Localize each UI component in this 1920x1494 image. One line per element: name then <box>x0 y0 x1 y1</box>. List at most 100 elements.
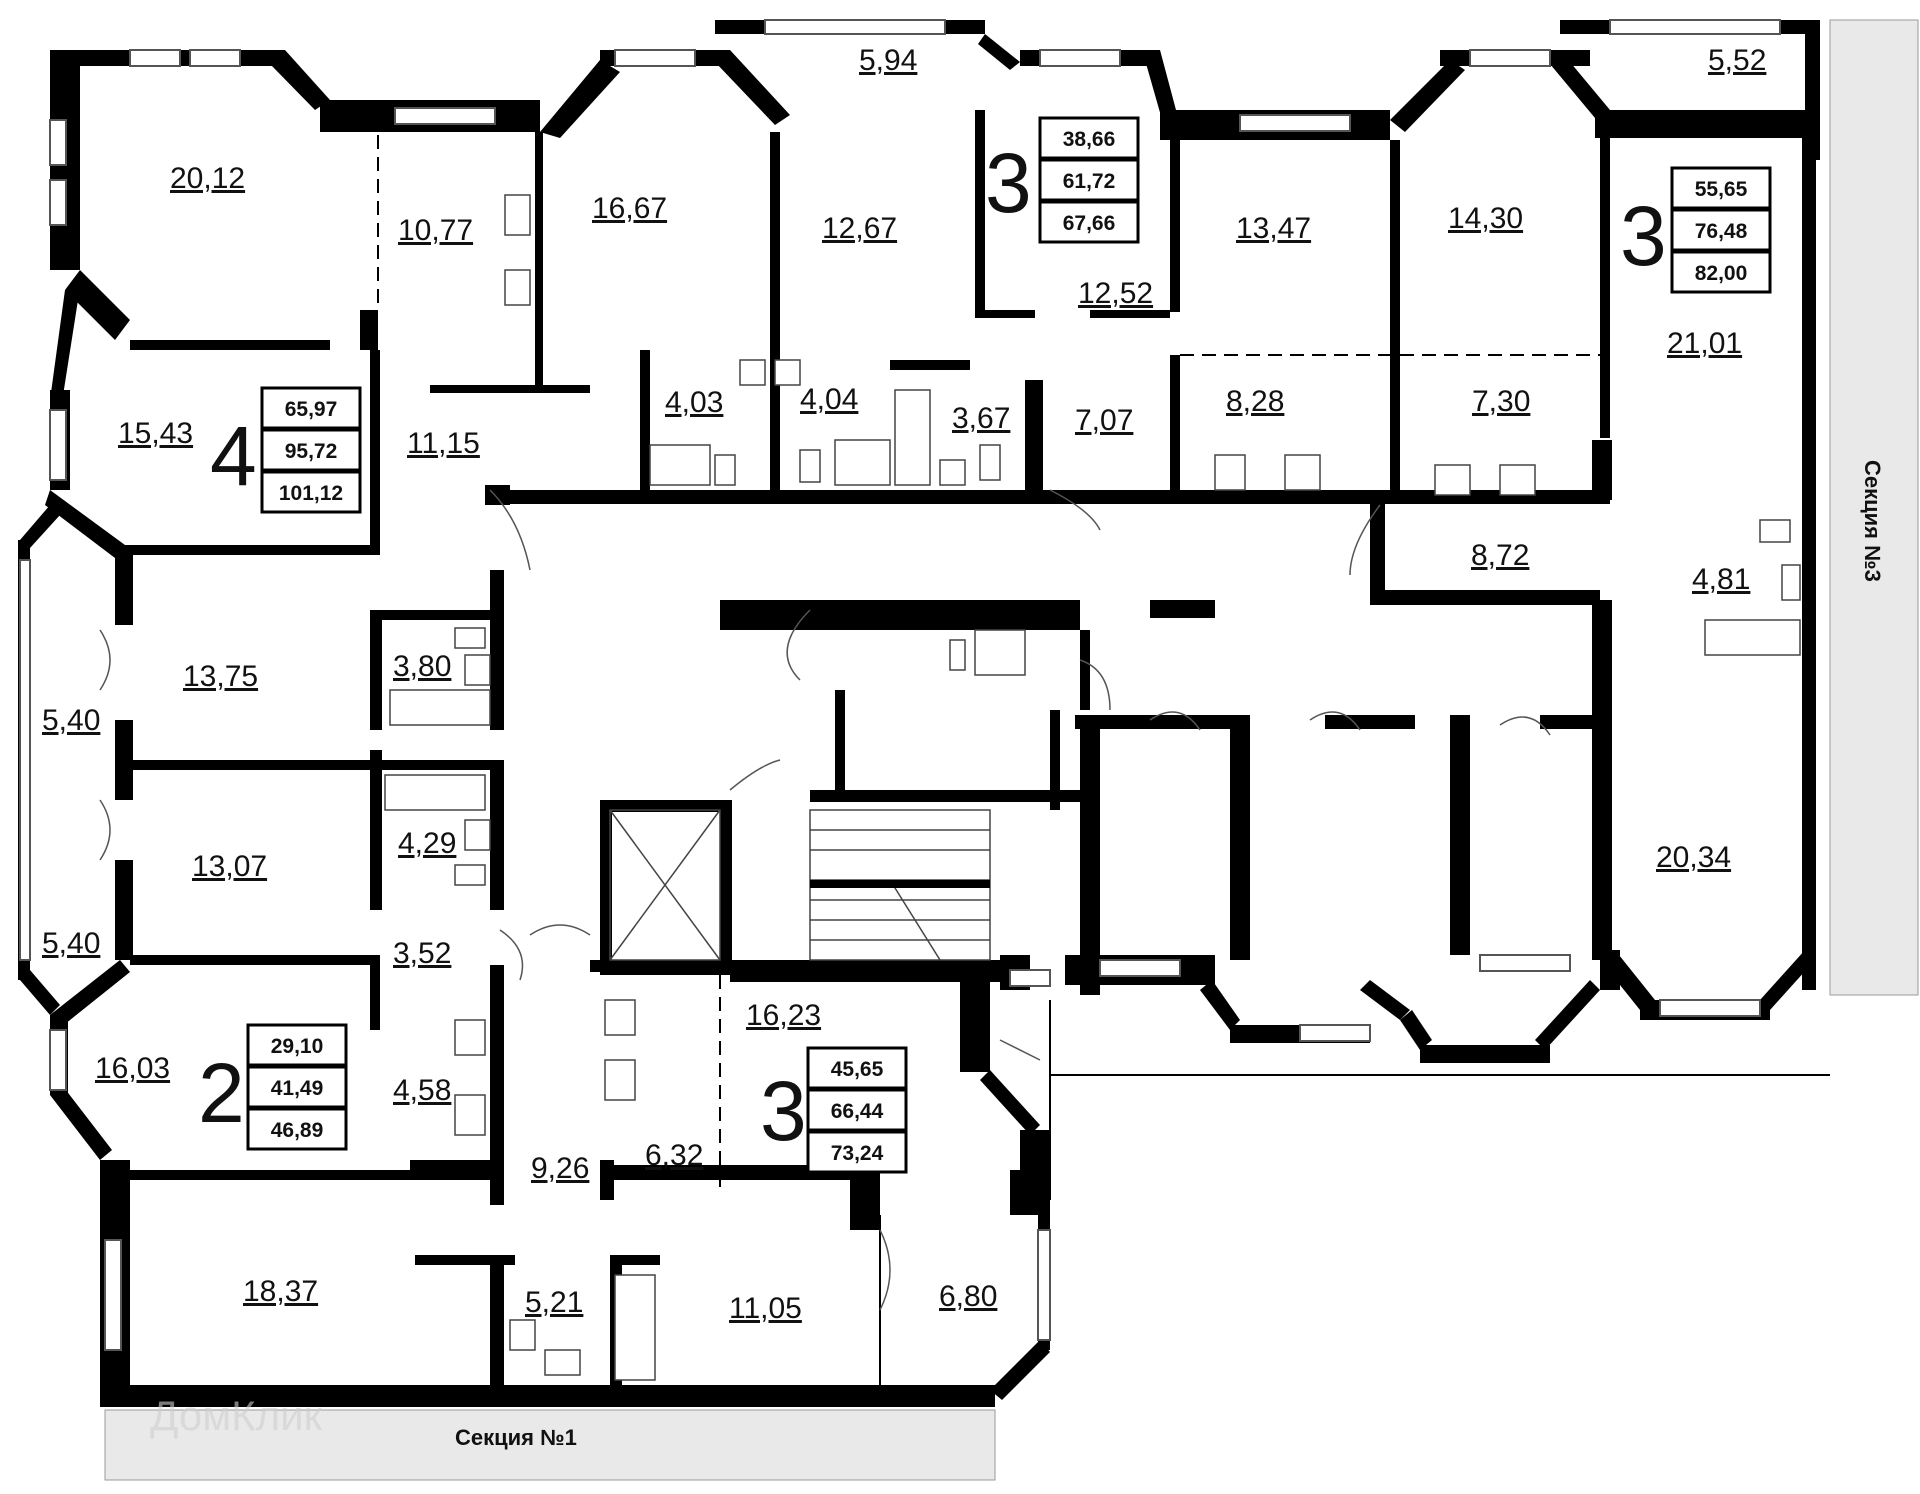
apartment-3-right: 3 55,65 76,48 82,00 <box>1620 166 1772 294</box>
room-area: 14,30 <box>1448 202 1523 235</box>
stove-icon <box>454 1019 486 1056</box>
room-area: 4,29 <box>398 827 456 860</box>
window-icon <box>49 119 67 166</box>
room-area: 18,37 <box>243 1275 318 1308</box>
toilet-icon <box>1759 519 1791 543</box>
window-icon <box>1039 49 1121 67</box>
room-area: 7,07 <box>1075 404 1133 437</box>
room-area: 9,26 <box>531 1152 589 1185</box>
window-icon <box>764 19 946 35</box>
room-area: 16,23 <box>746 999 821 1032</box>
room-area: 16,67 <box>592 192 667 225</box>
window-icon <box>1659 999 1761 1017</box>
room-area: 12,52 <box>1078 277 1153 310</box>
window-icon <box>1479 954 1571 972</box>
shower-icon <box>974 629 1026 676</box>
bathtub-icon <box>384 774 486 811</box>
apartment-3-top: 3 38,66 61,72 67,66 <box>985 116 1140 244</box>
room-area: 3,52 <box>393 937 451 970</box>
room-area: 4,04 <box>800 383 858 416</box>
room-area: 5,52 <box>1708 44 1766 77</box>
apartment-2: 2 29,10 41,49 46,89 <box>198 1023 348 1151</box>
room-count: 2 <box>198 1046 245 1140</box>
room-area: 6,32 <box>645 1139 703 1172</box>
living-area: 29,10 <box>271 1035 324 1058</box>
room-area: 5,40 <box>42 704 100 737</box>
door-icon <box>879 1229 891 1311</box>
door-icon <box>1049 489 1101 531</box>
toilet-icon <box>454 627 486 649</box>
partitions <box>374 135 1830 1385</box>
total-area-with-balcony: 67,66 <box>1063 212 1116 235</box>
window-icon <box>189 49 241 67</box>
watermark: ДомКлик <box>150 1392 323 1439</box>
room-area: 20,34 <box>1656 841 1731 874</box>
window-icon <box>129 49 181 67</box>
window-icon <box>1609 19 1781 35</box>
window-icon <box>1009 969 1051 987</box>
bathtub-icon <box>614 1274 656 1381</box>
sink-icon <box>1214 454 1246 491</box>
room-area: 3,67 <box>952 402 1010 435</box>
room-area: 8,72 <box>1471 539 1529 572</box>
window-icon <box>49 409 67 481</box>
total-area: 95,72 <box>285 440 338 463</box>
room-area: 4,03 <box>665 386 723 419</box>
elevator-icon <box>609 809 721 961</box>
room-area: 10,77 <box>398 214 473 247</box>
sink-icon <box>464 654 491 686</box>
toilet-icon <box>949 639 966 671</box>
room-area: 13,75 <box>183 660 258 693</box>
window-icon <box>1239 114 1351 132</box>
bathtub-icon <box>1704 619 1801 656</box>
window-icon <box>1299 1024 1371 1042</box>
room-labels: 20,12 10,77 16,67 5,94 12,67 12,52 13,47… <box>42 44 1766 1325</box>
window-icon <box>614 49 696 67</box>
apartment-3-bottom: 3 45,65 66,44 73,24 <box>760 1046 908 1174</box>
total-area: 41,49 <box>271 1077 324 1100</box>
window-icon <box>49 179 67 226</box>
door-icon <box>529 924 591 936</box>
shower-icon <box>649 444 711 486</box>
toilet-icon <box>714 454 736 486</box>
door-icon <box>1499 716 1551 736</box>
sink-icon <box>504 269 531 306</box>
room-area: 4,58 <box>393 1074 451 1107</box>
room-area: 11,15 <box>407 427 480 460</box>
stairs-icon <box>809 809 991 961</box>
sink-icon <box>1781 564 1801 601</box>
sink-icon <box>544 1349 581 1376</box>
room-area: 3,80 <box>393 650 451 683</box>
living-area: 55,65 <box>1695 178 1748 201</box>
toilet-icon <box>454 864 486 886</box>
door-icon <box>729 759 781 791</box>
window-icon <box>104 1239 122 1351</box>
interior-walls <box>130 110 1612 1390</box>
section1-hatch <box>104 1409 996 1481</box>
room-area: 11,05 <box>729 1292 802 1325</box>
room-area: 8,28 <box>1226 385 1284 418</box>
windows <box>19 19 1781 1351</box>
fixtures <box>384 194 1801 1381</box>
total-area: 76,48 <box>1695 220 1748 243</box>
room-area: 5,94 <box>859 44 917 77</box>
section3-hatch <box>1829 19 1919 996</box>
sink-icon <box>939 459 966 486</box>
room-area: 12,67 <box>822 212 897 245</box>
living-area: 45,65 <box>831 1058 884 1081</box>
window-icon <box>1037 1229 1051 1341</box>
window-icon <box>394 107 496 125</box>
section3-label: Секция №3 <box>1860 460 1885 582</box>
window-icon <box>1469 49 1551 67</box>
sink-icon <box>774 359 801 386</box>
room-area: 4,81 <box>1692 563 1750 596</box>
room-area: 5,40 <box>42 927 100 960</box>
total-area-with-balcony: 82,00 <box>1695 262 1748 285</box>
door-icon <box>1079 659 1111 711</box>
room-area: 5,21 <box>525 1286 583 1319</box>
window-icon <box>1099 959 1181 977</box>
door-icon <box>999 1039 1041 1061</box>
outer-walls <box>18 20 1820 1407</box>
room-count: 3 <box>760 1064 807 1158</box>
